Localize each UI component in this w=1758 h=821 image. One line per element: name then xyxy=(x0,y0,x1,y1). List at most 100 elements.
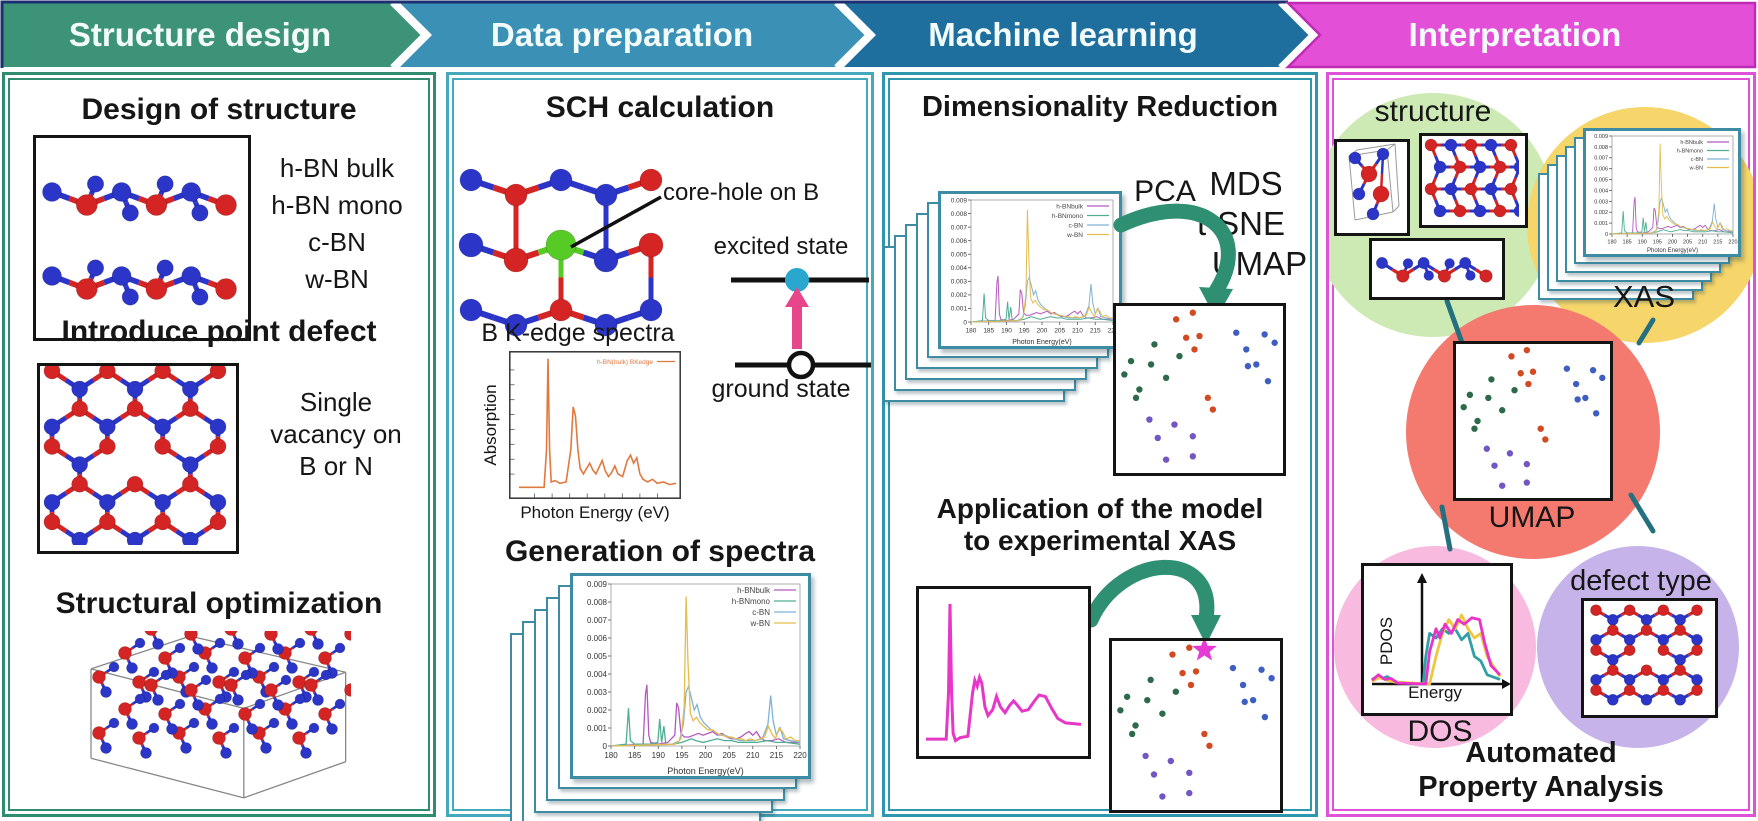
dos-circle-label: DOS xyxy=(1407,715,1473,748)
svg-text:h-BN(bulk) BKedge: h-BN(bulk) BKedge xyxy=(597,359,653,366)
method-label-tsne: t-SNE xyxy=(1196,205,1285,242)
svg-text:220: 220 xyxy=(793,751,807,760)
hbn-bilayer-image xyxy=(33,135,251,341)
structure-variant-label: h-BN bulk xyxy=(279,153,395,183)
automated-analysis-line1: Automated xyxy=(1465,737,1617,769)
svg-text:0: 0 xyxy=(963,319,967,326)
svg-text:0.005: 0.005 xyxy=(587,652,608,661)
banner-step xyxy=(400,3,868,67)
banner-step-label: Data preparation xyxy=(491,16,753,53)
introduce-point-defect-heading: Introduce point defect xyxy=(61,315,377,348)
svg-text:0.009: 0.009 xyxy=(1594,134,1608,140)
svg-text:Photon Energy(eV): Photon Energy(eV) xyxy=(1012,339,1072,346)
svg-text:h-BNbulk: h-BNbulk xyxy=(1680,140,1703,146)
svg-text:205: 205 xyxy=(1054,328,1065,335)
svg-text:0.009: 0.009 xyxy=(951,197,968,204)
svg-text:220: 220 xyxy=(1728,240,1737,246)
svg-text:0.005: 0.005 xyxy=(951,251,968,258)
bkedge-spectrum-chart: h-BN(bulk) BKedge xyxy=(509,351,681,499)
structure-circle-label: structure xyxy=(1374,95,1492,128)
svg-text:h-BNbulk: h-BNbulk xyxy=(1056,203,1083,210)
svg-text:205: 205 xyxy=(1683,240,1692,246)
svg-text:0: 0 xyxy=(603,742,608,751)
svg-text:185: 185 xyxy=(983,328,994,335)
svg-text:h-BNbulk: h-BNbulk xyxy=(737,586,771,595)
application-heading-line2: to experimental XAS xyxy=(963,525,1237,556)
sch-calculation-heading: SCH calculation xyxy=(545,91,775,124)
svg-text:200: 200 xyxy=(1037,328,1048,335)
experimental-xas-chart xyxy=(916,586,1091,759)
projection-scatter-with-star xyxy=(1109,638,1283,813)
hbn-monolayer-image xyxy=(1369,238,1505,300)
bkedge-ylabel: Absorption xyxy=(481,384,500,466)
ground-state-label: ground state xyxy=(711,375,851,403)
svg-text:0.007: 0.007 xyxy=(951,224,968,231)
panel-data-preparation: SCH calculation core-hole on B excited s… xyxy=(446,72,874,821)
dimensionality-reduction-scatter xyxy=(1113,303,1286,476)
svg-text:185: 185 xyxy=(628,751,642,760)
svg-text:h-BNmono: h-BNmono xyxy=(1052,213,1083,220)
svg-text:180: 180 xyxy=(604,751,618,760)
automated-analysis-line2: Property Analysis xyxy=(1418,771,1664,803)
panel-structure-design: Design of structure h-BN bulk h-BN mono … xyxy=(2,72,436,817)
supercell-crystal-image xyxy=(83,631,351,803)
banner-step-label: Machine learning xyxy=(928,16,1198,53)
svg-text:180: 180 xyxy=(1607,240,1616,246)
svg-text:0.001: 0.001 xyxy=(587,724,608,733)
svg-text:0.004: 0.004 xyxy=(1594,188,1608,194)
svg-text:195: 195 xyxy=(675,751,689,760)
wurtzite-cell-image xyxy=(1334,139,1410,236)
xas-circle-label: XAS xyxy=(1612,279,1676,314)
svg-text:c-BN: c-BN xyxy=(752,608,770,617)
structural-optimization-heading: Structural optimization xyxy=(55,587,383,620)
svg-text:0.005: 0.005 xyxy=(1594,177,1608,183)
vacancy-lattice-image xyxy=(37,363,239,554)
svg-text:190: 190 xyxy=(1001,328,1012,335)
core-hole-structure-image xyxy=(457,151,667,341)
generation-of-spectra-heading: Generation of spectra xyxy=(504,535,816,568)
svg-text:w-BN: w-BN xyxy=(1689,165,1703,171)
svg-text:0.001: 0.001 xyxy=(951,306,968,313)
pdos-xlabel: Energy xyxy=(1408,683,1462,702)
svg-text:205: 205 xyxy=(722,751,736,760)
svg-text:0.004: 0.004 xyxy=(587,670,608,679)
excited-state-label: excited state xyxy=(713,233,849,260)
svg-text:Photon Energy(eV): Photon Energy(eV) xyxy=(667,766,744,776)
method-label-umap: UMAP xyxy=(1211,245,1308,282)
svg-text:h-BNmono: h-BNmono xyxy=(732,597,771,606)
banner-step xyxy=(1288,3,1755,67)
svg-text:210: 210 xyxy=(1072,328,1083,335)
svg-text:0.001: 0.001 xyxy=(1594,221,1608,227)
banner-step xyxy=(844,3,1312,67)
banner-step-label: Interpretation xyxy=(1409,16,1622,53)
svg-text:0.008: 0.008 xyxy=(587,598,608,607)
svg-text:w-BN: w-BN xyxy=(1066,232,1083,239)
svg-text:0.008: 0.008 xyxy=(1594,145,1608,151)
excitation-diagram xyxy=(570,195,871,380)
svg-text:190: 190 xyxy=(1638,240,1647,246)
svg-text:0.002: 0.002 xyxy=(587,706,608,715)
design-of-structure-heading: Design of structure xyxy=(81,93,357,126)
svg-text:210: 210 xyxy=(746,751,760,760)
bkedge-title: B K-edge spectra xyxy=(481,319,675,347)
svg-text:215: 215 xyxy=(1090,328,1101,335)
application-heading-line1: Application of the model xyxy=(936,493,1264,524)
banner-step-label: Structure design xyxy=(69,16,331,53)
svg-text:200: 200 xyxy=(1668,240,1677,246)
svg-text:180: 180 xyxy=(966,328,977,335)
method-label-pca: PCA xyxy=(1134,175,1196,208)
svg-text:215: 215 xyxy=(770,751,784,760)
defect-note-line: Single xyxy=(299,387,373,417)
bkedge-xlabel: Photon Energy (eV) xyxy=(520,503,670,522)
structure-variant-label: h-BN mono xyxy=(271,190,403,220)
svg-text:h-BNmono: h-BNmono xyxy=(1677,148,1703,154)
svg-text:0.006: 0.006 xyxy=(951,238,968,245)
banner-step xyxy=(3,3,424,67)
cubic-bn-image xyxy=(1419,133,1528,228)
pdos-ylabel: PDOS xyxy=(1377,616,1396,666)
svg-text:195: 195 xyxy=(1653,240,1662,246)
